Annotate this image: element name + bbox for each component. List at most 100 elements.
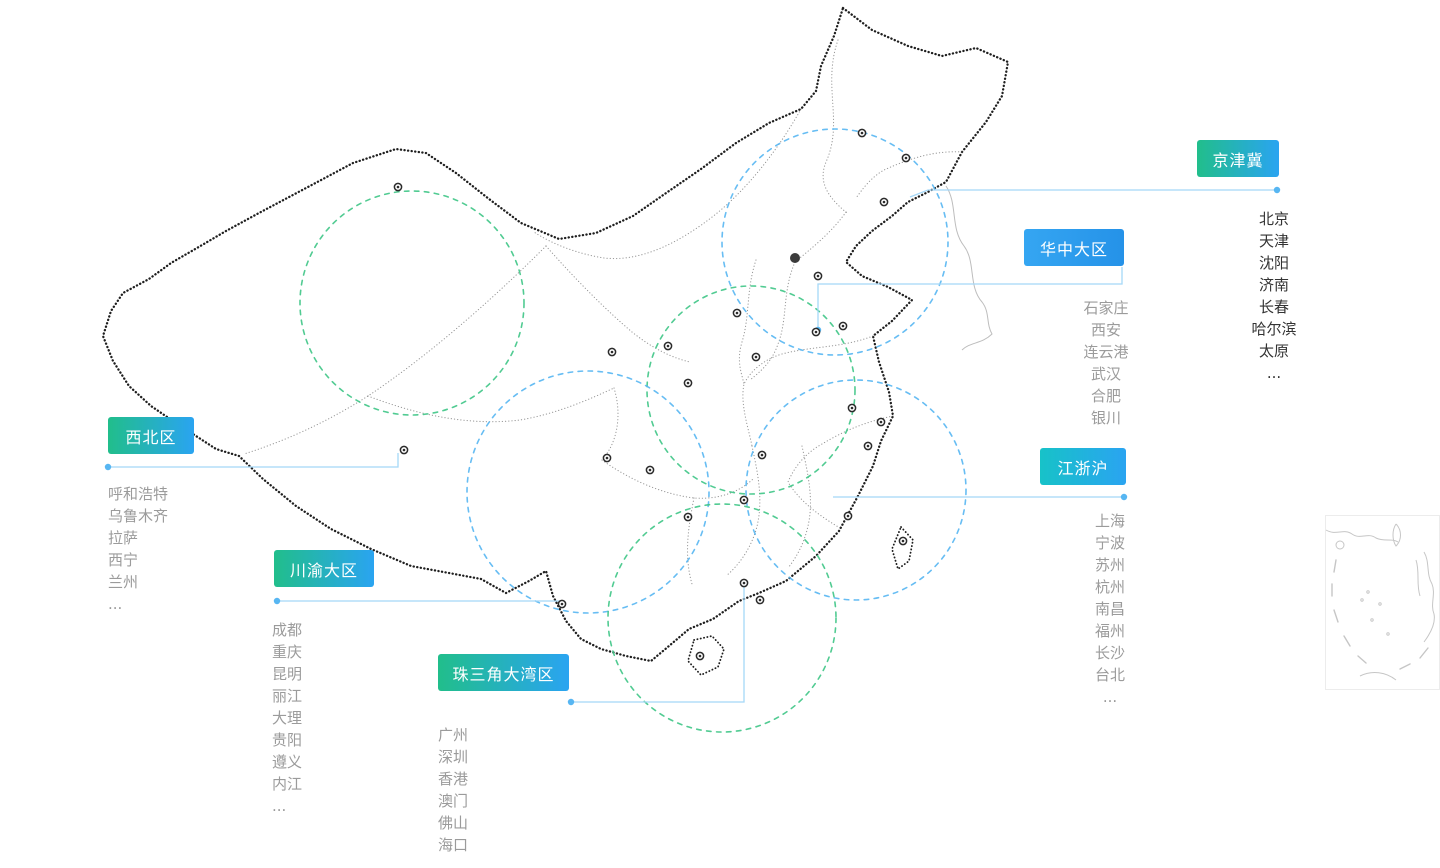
city-item: 济南 [1258,276,1289,294]
city-item: 澳门 [438,792,469,810]
city-item: 福州 [1094,622,1125,640]
region-circle-jiangzhehu [745,379,967,601]
city-item: 长春 [1258,298,1289,316]
inset-nine-dash-line [1331,559,1429,670]
city-item: ... [438,858,453,868]
city-item: 武汉 [1090,365,1121,383]
connector-dot-jingjinji [1273,186,1281,194]
region-cities-chuanyu: 成都重庆昆明丽江大理贵阳遵义内江... [272,619,382,817]
city-marker [847,403,857,413]
city-item: 长沙 [1094,644,1125,662]
city-marker [751,352,761,362]
inset-coastline [1325,529,1399,543]
inset-philippines-2 [1415,559,1421,597]
city-marker [757,450,767,460]
province-borders [243,39,963,585]
city-marker [739,578,749,588]
city-item: 佛山 [438,814,469,832]
region-cities-jiangzhehu: 上海宁波苏州杭州南昌福州长沙台北... [1058,510,1162,708]
inset-hainan [1335,540,1345,550]
city-item: 重庆 [272,643,303,661]
inset-taiwan [1392,523,1401,547]
region-badge-chuanyu[interactable]: 川渝大区 [274,550,374,587]
connector-huazhong [817,267,1123,330]
city-item: 丽江 [272,687,303,705]
region-badge-jingjinji[interactable]: 京津冀 [1197,140,1279,177]
city-item: 南昌 [1094,600,1125,618]
city-marker [876,417,886,427]
city-item: 香港 [438,770,469,788]
connector-dot-xibei [104,463,112,471]
city-item: 西宁 [108,551,139,569]
city-marker [843,511,853,521]
city-marker [602,453,612,463]
city-marker [663,341,673,351]
city-item: 呼和浩特 [108,485,169,503]
city-marker [863,441,873,451]
connector-dot-chuanyu [273,597,281,605]
region-badge-zhusanjiao[interactable]: 珠三角大湾区 [438,654,569,691]
city-item: 沈阳 [1258,254,1289,272]
connector-jingjinji [909,189,1277,198]
region-cities-zhusanjiao: 广州深圳香港澳门佛山海口... [438,724,558,868]
city-marker [739,495,749,505]
city-marker [683,378,693,388]
city-item: 昆明 [272,665,303,683]
city-marker [898,536,908,546]
china-mainland-outline [101,6,1010,663]
region-circle-jingjinji [721,128,949,356]
region-badge-jiangzhehu[interactable]: 江浙沪 [1040,448,1126,485]
city-item: 海口 [438,836,469,854]
city-marker [393,182,403,192]
city-marker [399,445,409,455]
city-marker [838,321,848,331]
inset-philippines [1423,551,1435,643]
inset-islands [1360,590,1390,636]
connector-dot-zhusanjiao [567,698,575,706]
connector-xibei [108,453,399,468]
city-item: 杭州 [1094,578,1125,596]
city-item: 乌鲁木齐 [108,507,169,525]
region-cities-xibei: 呼和浩特乌鲁木齐拉萨西宁兰州... [108,483,218,615]
city-marker [879,197,889,207]
city-item: ... [272,797,287,815]
city-item: 兰州 [108,573,139,591]
city-marker [901,153,911,163]
south-china-sea-inset [1325,515,1440,690]
city-item: 哈尔滨 [1251,320,1297,338]
inset-borneo [1359,672,1397,681]
region-circle-zhusanjiao [607,503,837,733]
city-item: 连云港 [1083,343,1129,361]
connector-zhusanjiao [571,586,745,703]
city-item: 石家庄 [1083,299,1129,317]
city-item: ... [1102,688,1118,706]
korea-coastline [945,185,993,351]
city-marker [857,128,867,138]
region-circle-chuanyu [466,370,710,614]
region-cities-jingjinji: 北京天津沈阳济南长春哈尔滨太原... [1222,208,1326,384]
region-badge-xibei[interactable]: 西北区 [108,417,194,454]
city-marker [557,599,567,609]
city-item: 贵阳 [272,731,303,749]
city-item: 宁波 [1094,534,1125,552]
city-item: 苏州 [1094,556,1125,574]
city-marker [811,327,821,337]
city-marker [755,595,765,605]
city-item: 广州 [438,726,469,744]
city-blob-beijing [790,253,800,263]
city-marker [607,347,617,357]
city-item: 台北 [1094,666,1125,684]
city-marker [732,308,742,318]
region-badge-huazhong[interactable]: 华中大区 [1024,229,1124,266]
region-circle-xibei [299,190,525,416]
city-item: 天津 [1258,232,1289,250]
region-cities-huazhong: 石家庄西安连云港武汉合肥银川 [1051,297,1161,429]
city-item: 大理 [272,709,303,727]
city-marker [683,512,693,522]
city-item: 银川 [1090,409,1121,427]
city-item: ... [108,595,123,613]
city-item: 拉萨 [108,529,139,547]
city-item: 北京 [1258,210,1289,228]
